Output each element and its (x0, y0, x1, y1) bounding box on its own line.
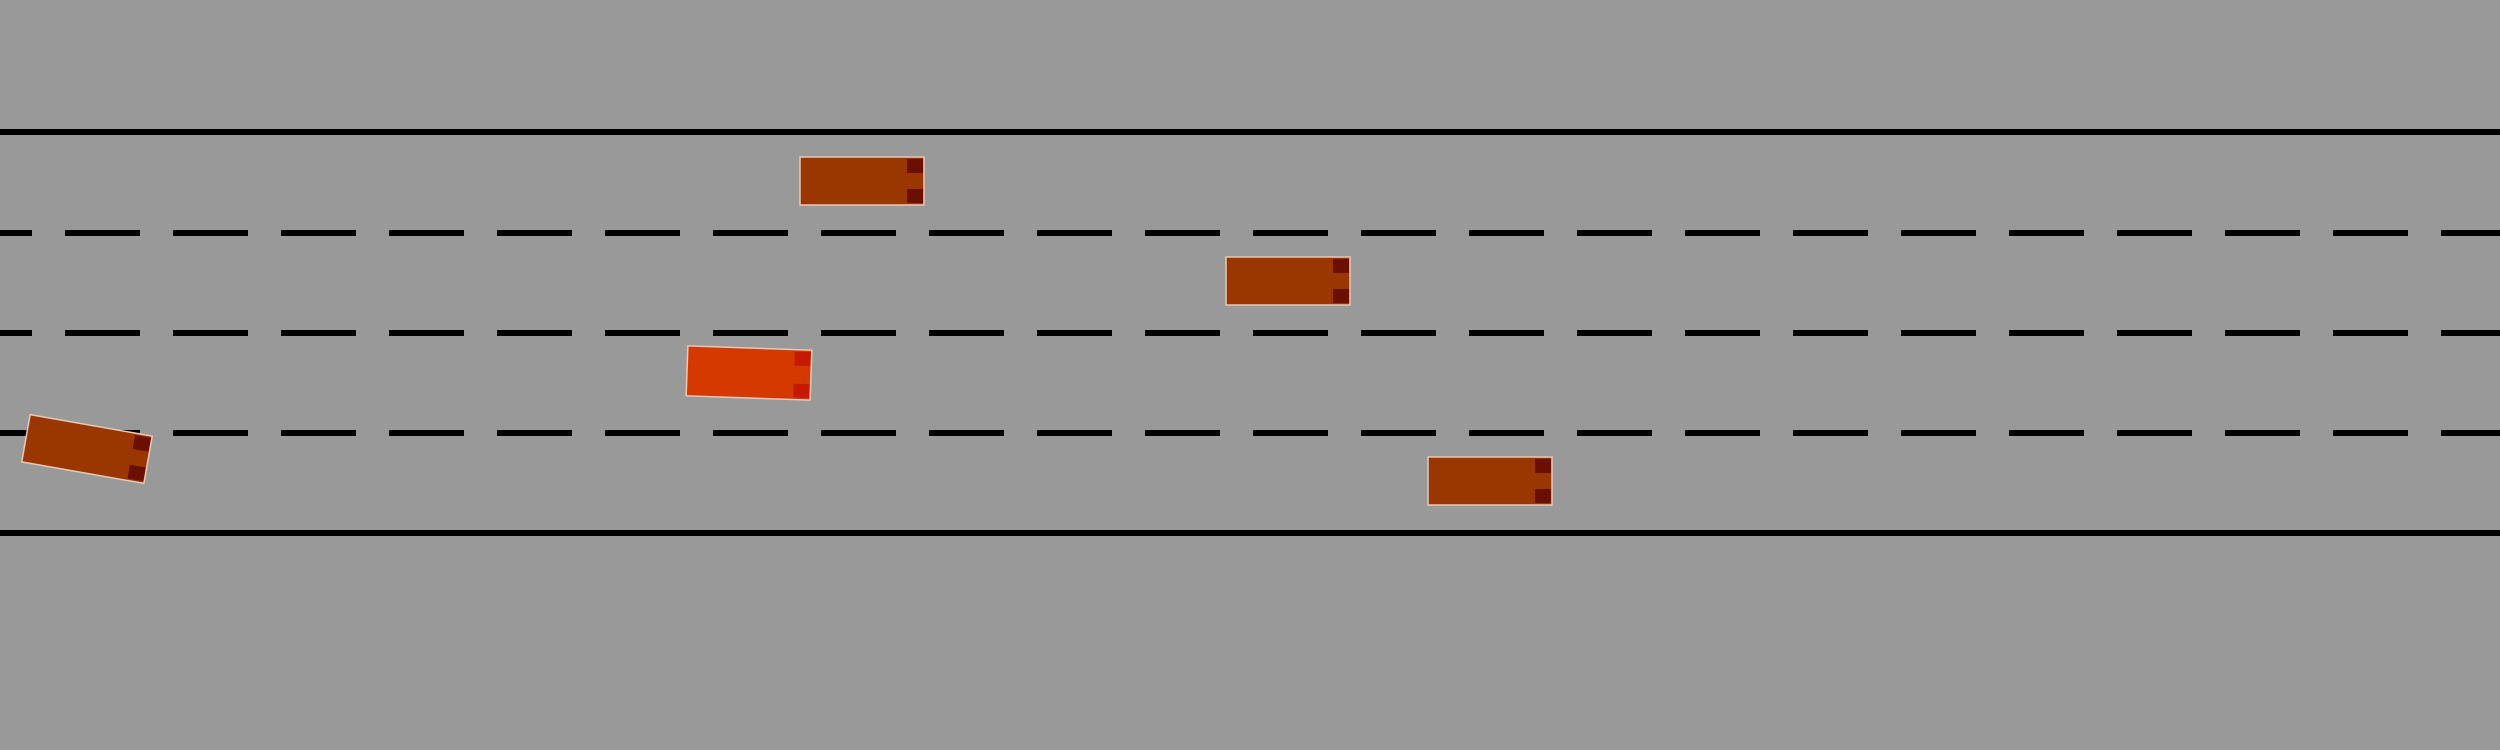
vehicle-body (20, 413, 154, 485)
vehicle-light-right (1333, 289, 1349, 303)
vehicle-body (799, 156, 925, 206)
vehicle-light-right (1535, 489, 1551, 503)
vehicle-body (1225, 256, 1351, 306)
vehicle-body (1427, 456, 1553, 506)
vehicle-1 (799, 156, 925, 206)
vehicle-3 (20, 413, 154, 485)
vehicle-light-left (1333, 259, 1349, 273)
ego-vehicle (685, 345, 813, 401)
vehicle-4 (1427, 456, 1553, 506)
vehicle-light-right (793, 383, 810, 399)
road-markings (0, 129, 2500, 536)
vehicle-light-left (1535, 459, 1551, 473)
vehicle-light-left (794, 351, 811, 367)
vehicle-body (685, 345, 813, 401)
vehicle-light-left (132, 435, 151, 452)
vehicle-2 (1225, 256, 1351, 306)
vehicle-light-left (907, 159, 923, 173)
vehicle-light-right (907, 189, 923, 203)
vehicle-light-right (127, 464, 146, 482)
